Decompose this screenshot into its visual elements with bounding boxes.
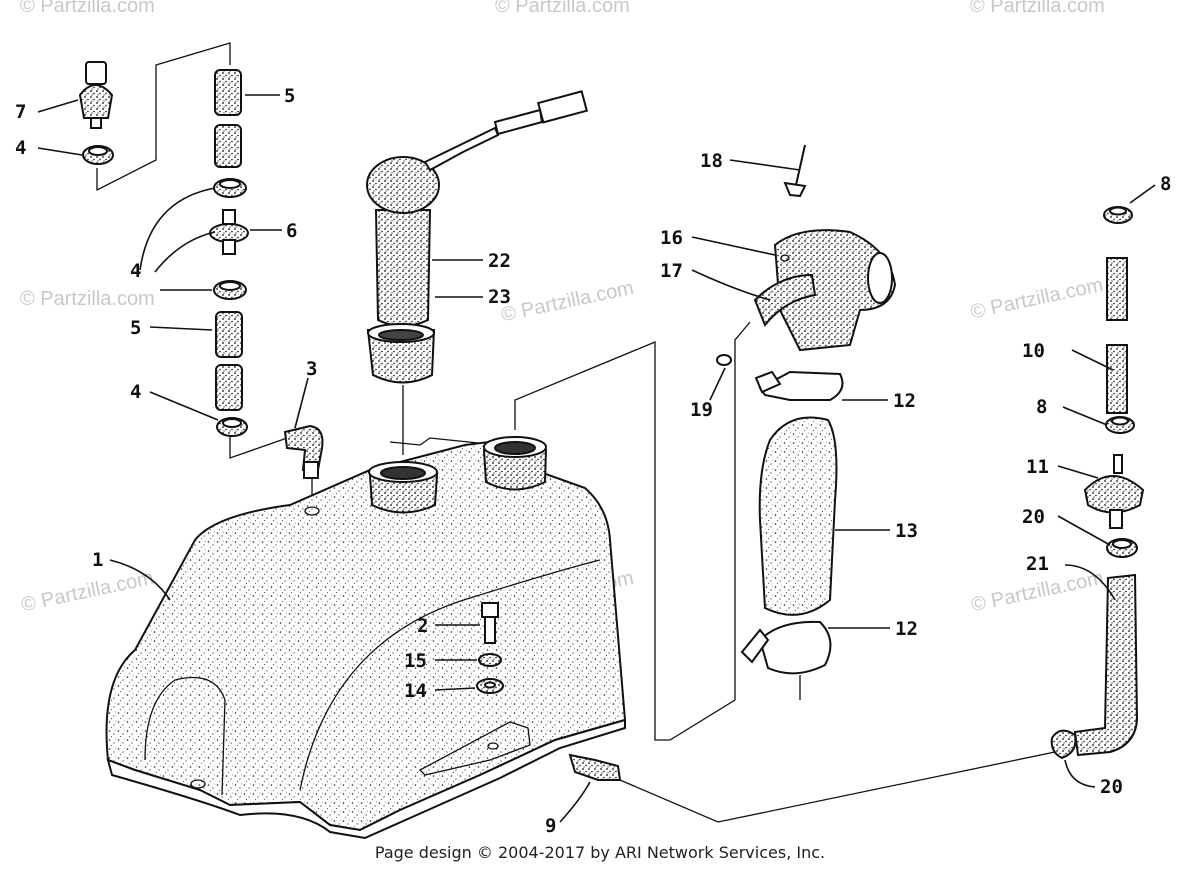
watermark-text: © Partzilla.com [969, 274, 1105, 324]
fuel-line-10 [1106, 257, 1128, 414]
callout-4c: 4 [130, 381, 141, 403]
elbow-fitting-3 [283, 424, 324, 479]
callout-8b: 8 [1036, 396, 1047, 418]
callout-4b: 4 [130, 260, 141, 282]
callout-8a: 8 [1160, 173, 1171, 195]
hose-clamp-12a [754, 370, 844, 401]
filler-neck-16 [773, 229, 897, 352]
callout-5b: 5 [130, 317, 141, 339]
vent-valve-7 [78, 61, 114, 129]
callout-labels: 7 4 5 6 4 5 4 3 22 23 1 2 15 14 9 18 16 … [15, 85, 1171, 837]
watermark-text: © Partzilla.com [20, 0, 155, 17]
callout-6: 6 [286, 220, 297, 242]
fuel-gauge-sender [366, 90, 589, 384]
hose-clamp-8b [1105, 416, 1135, 434]
callout-1: 1 [92, 549, 103, 571]
callout-23: 23 [488, 286, 511, 308]
flat-washer-14 [476, 678, 504, 694]
callout-3: 3 [306, 358, 317, 380]
hose-clamp-12b [740, 620, 832, 675]
callout-9: 9 [545, 815, 556, 837]
hose-clamp-4c [213, 280, 247, 300]
tank-neck-right [482, 436, 548, 491]
hose-clamp-20b [1050, 729, 1077, 760]
hose-clamp-4a [82, 145, 114, 165]
check-valve-6 [209, 209, 249, 255]
watermark-text: © Partzilla.com [499, 277, 635, 327]
tank-neck-left [368, 461, 439, 514]
fuel-fitting-9 [568, 753, 622, 781]
bolt-2 [481, 602, 499, 644]
callout-12b: 12 [895, 618, 918, 640]
lock-washer-15 [478, 653, 502, 667]
fuel-line-21 [1073, 573, 1139, 757]
vent-hose-5a [214, 69, 242, 168]
fuel-tank [105, 438, 627, 840]
callout-10: 10 [1022, 340, 1045, 362]
watermark-text: © Partzilla.com [970, 0, 1105, 17]
page-footer: Page design © 2004-2017 by ARI Network S… [374, 843, 826, 862]
callout-20a: 20 [1022, 506, 1045, 528]
callout-12a: 12 [893, 390, 916, 412]
callout-11: 11 [1026, 456, 1049, 478]
callout-16: 16 [660, 227, 683, 249]
hose-clamp-4d [216, 417, 248, 437]
callout-2: 2 [417, 615, 428, 637]
callout-15: 15 [404, 650, 427, 672]
gasket-17 [753, 273, 817, 327]
callout-20b: 20 [1100, 776, 1123, 798]
callout-17: 17 [660, 260, 683, 282]
washer-19 [716, 354, 732, 366]
hose-clamp-8a [1103, 206, 1133, 224]
watermark-text: © Partzilla.com [495, 0, 630, 17]
leader-lines [37, 94, 1156, 823]
callout-22: 22 [488, 250, 511, 272]
callout-19: 19 [690, 399, 713, 421]
filler-hose-13 [758, 416, 838, 616]
callout-4a: 4 [15, 137, 26, 159]
hose-clamp-20a [1106, 538, 1138, 558]
hose-clamp-4b [213, 178, 247, 198]
screw-18 [783, 144, 807, 198]
callout-14: 14 [404, 680, 427, 702]
callout-13: 13 [895, 520, 918, 542]
callout-18: 18 [700, 150, 723, 172]
callout-5a: 5 [284, 85, 295, 107]
watermark-text: © Partzilla.com [20, 288, 155, 310]
callout-21: 21 [1026, 553, 1049, 575]
watermark-text: © Partzilla.com [19, 567, 155, 617]
callout-7: 7 [15, 101, 26, 123]
fuel-filter-11 [1083, 454, 1145, 529]
vent-hose-5b [215, 311, 243, 411]
